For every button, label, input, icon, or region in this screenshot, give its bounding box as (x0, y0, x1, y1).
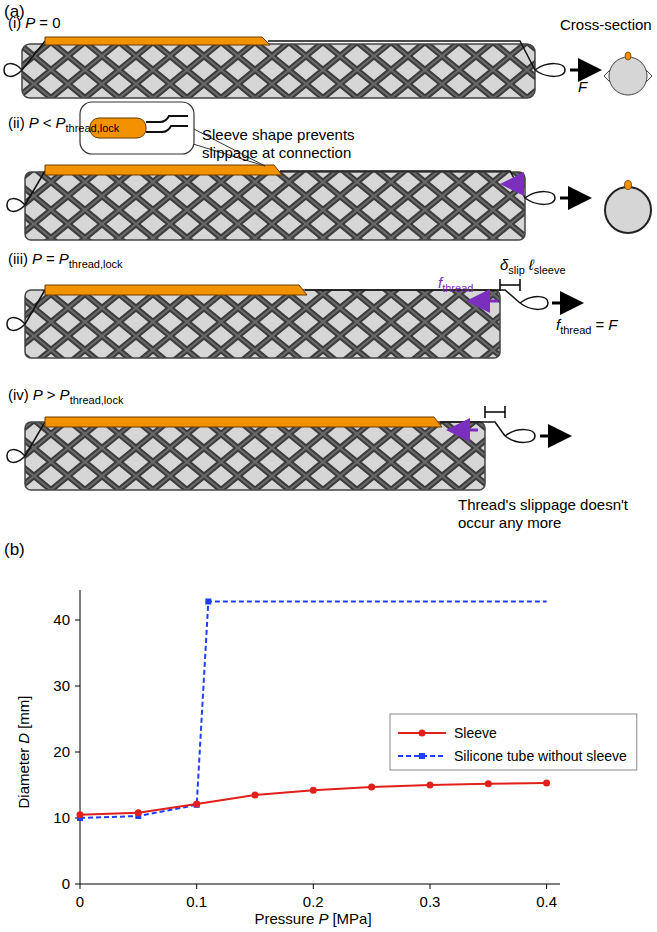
label-text: (iv) (8, 386, 29, 403)
silicone-line (80, 602, 547, 819)
label-text: 0.4 (536, 893, 557, 910)
text-label: (ii)P<Pthread,lock (8, 114, 119, 135)
text-label: δslipℓsleeve (500, 256, 566, 277)
text-label: Thread's slippage doesn't occur any more (458, 496, 636, 532)
label-text: thread,lock (69, 258, 123, 270)
text-label: (b) (4, 540, 25, 560)
label-text: P (60, 386, 70, 403)
text-label: 0 (62, 875, 70, 893)
text-label: fthread =F (556, 316, 617, 337)
label-text: P (32, 250, 42, 267)
text-label: Diameter D [mm] (15, 695, 33, 808)
label-text: (b) (4, 540, 25, 559)
label-text: 0.2 (303, 893, 324, 910)
label-text: (ii) (8, 114, 25, 131)
label-text: Cross-section (560, 16, 652, 33)
label-text: thread,lock (65, 122, 119, 134)
label-text: (i) (8, 14, 21, 31)
text-label: (i) P= 0 (8, 14, 61, 32)
label-text: sleeve (534, 264, 566, 276)
label-text: Pressure (254, 910, 314, 927)
label-text: > (47, 386, 56, 403)
label-text: P (29, 114, 39, 131)
label-text: Sleeve shape prevents slippage at connec… (202, 126, 355, 161)
sleeve-line (80, 783, 547, 815)
text-label: Sleeve shape prevents slippage at connec… (202, 126, 374, 162)
label-text: (iii) (8, 250, 28, 267)
label-text: = 0 (39, 14, 60, 31)
text-label: Cross-section (560, 16, 652, 34)
label-text: < (43, 114, 52, 131)
label-text: ℓ (529, 256, 534, 273)
text-label: 0 (76, 893, 84, 911)
sleeve-state-1 (4, 37, 652, 98)
text-label: 10 (53, 809, 70, 827)
text-label: F (578, 78, 587, 96)
label-text: thread (560, 324, 591, 336)
label-text: f (438, 274, 442, 291)
sleeve-state-2 (7, 102, 651, 240)
text-label: PressureP[MPa] (254, 910, 371, 928)
label-text: δ (500, 256, 508, 273)
label-text: 0.3 (420, 893, 441, 910)
label-text: [mm] (15, 695, 32, 728)
text-label: 0.4 (536, 893, 557, 911)
label-text: slip (508, 264, 525, 276)
label-text: thread,lock (70, 394, 124, 406)
label-text: P (318, 910, 328, 927)
label-text: P (33, 386, 43, 403)
label-text: F (578, 78, 587, 95)
label-text: 0 (62, 875, 70, 892)
text-label: 0.1 (186, 893, 207, 911)
chart (75, 590, 637, 889)
label-text: F (608, 316, 617, 333)
label-text: f (556, 316, 560, 333)
label-text: Diameter (15, 748, 32, 809)
label-text: Thread's slippage doesn't occur any more (458, 496, 628, 531)
label-text: P (59, 250, 69, 267)
text-label: 0.2 (303, 893, 324, 911)
sleeve-state-3 (7, 279, 578, 358)
label-text: P (55, 114, 65, 131)
text-label: 40 (53, 611, 70, 629)
label-text: = (46, 250, 55, 267)
text-label: 20 (53, 743, 70, 761)
legend-text: Silicone tube without sleeve (454, 748, 627, 765)
text-label: (iii)P=Pthread,lock (8, 250, 123, 271)
label-text: 0 (76, 893, 84, 910)
label-text: 10 (53, 809, 70, 826)
text-label: (iv)P>Pthread,lock (8, 386, 123, 407)
label-text: 20 (53, 743, 70, 760)
legend-text: Sleeve (454, 725, 497, 742)
label-text: 40 (53, 611, 70, 628)
sleeve-state-4 (7, 406, 566, 490)
label-text: thread (442, 282, 473, 294)
label-text: = (595, 316, 604, 333)
text-label: 0.3 (420, 893, 441, 911)
text-label: 30 (53, 677, 70, 695)
text-label: fthread (438, 274, 473, 295)
label-text: 30 (53, 677, 70, 694)
label-text: D (15, 733, 32, 744)
label-text: 0.1 (186, 893, 207, 910)
label-text: P (25, 14, 35, 31)
label-text: [MPa] (332, 910, 371, 927)
